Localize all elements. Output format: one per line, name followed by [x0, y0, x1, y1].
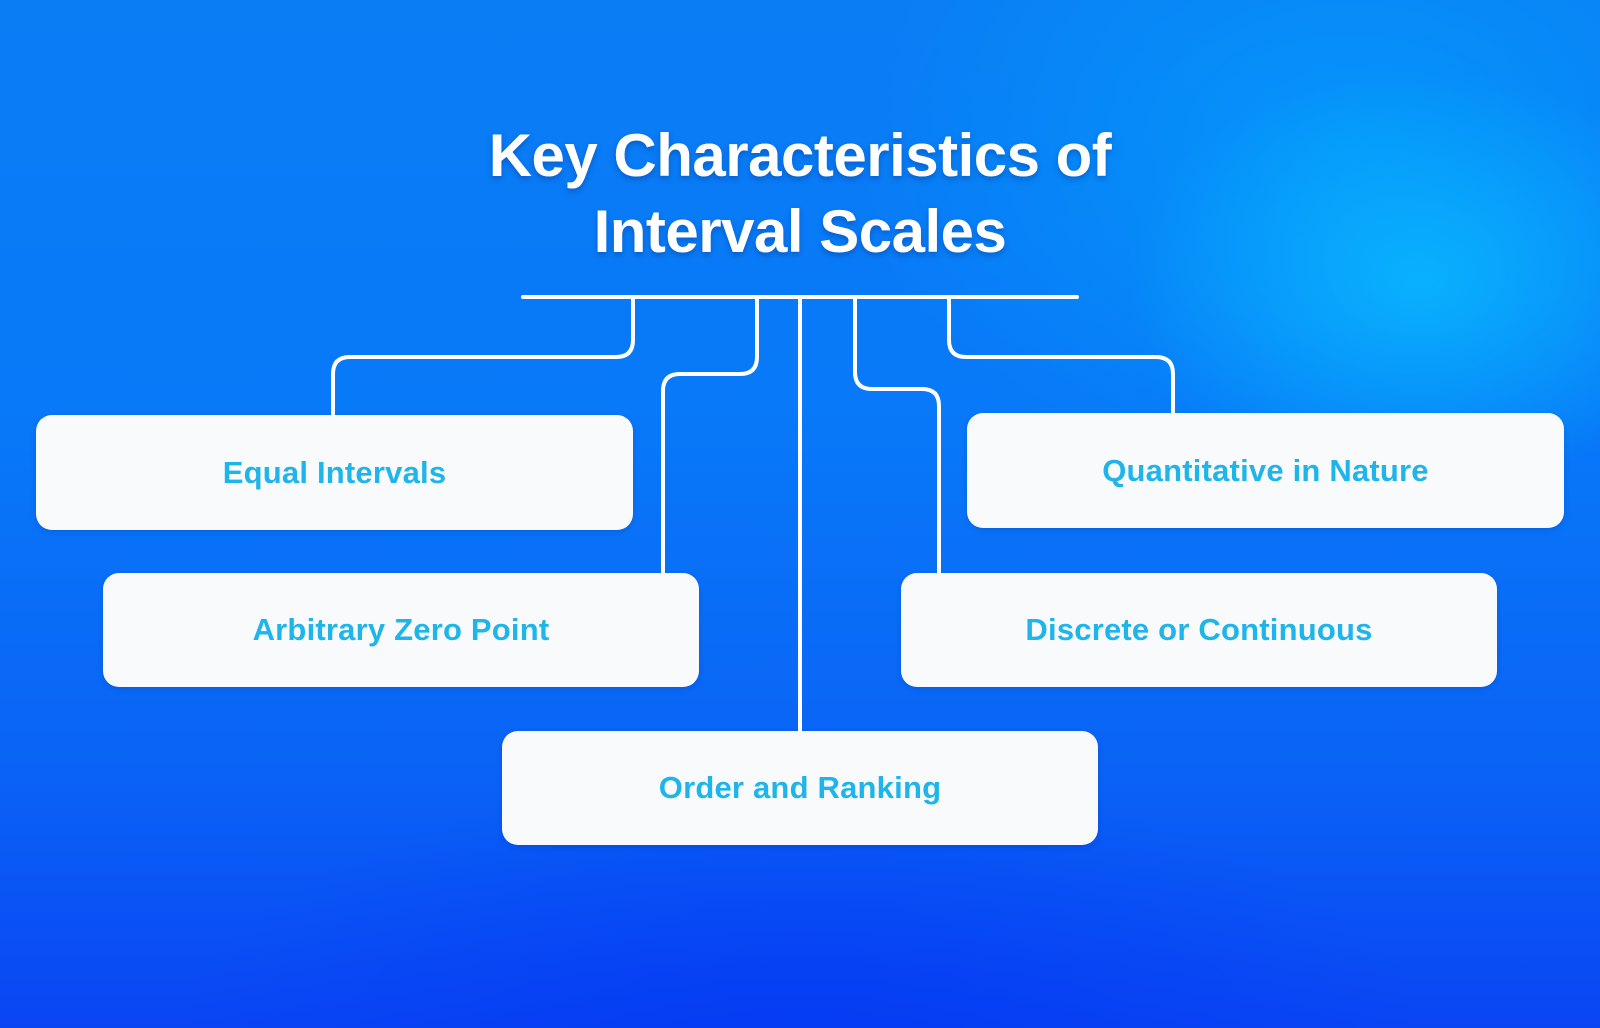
- card-quantitative-in-nature: Quantitative in Nature: [967, 413, 1564, 528]
- title-line-2: Interval Scales: [593, 198, 1007, 265]
- connector-equal-intervals: [331, 295, 635, 416]
- connector-discrete-continuous: [853, 295, 941, 575]
- connector-arbitrary-zero: [661, 295, 759, 575]
- card-equal-intervals: Equal Intervals: [36, 415, 633, 530]
- card-label: Equal Intervals: [222, 454, 447, 490]
- diagram-title: Key Characteristics of Interval Scales: [0, 118, 1600, 270]
- card-discrete-or-continuous: Discrete or Continuous: [901, 573, 1497, 687]
- card-order-and-ranking: Order and Ranking: [502, 731, 1098, 845]
- card-label: Quantitative in Nature: [1102, 452, 1429, 488]
- connector-quantitative: [947, 295, 1175, 415]
- card-label: Order and Ranking: [658, 770, 942, 805]
- card-label: Arbitrary Zero Point: [252, 612, 550, 647]
- card-arbitrary-zero-point: Arbitrary Zero Point: [103, 573, 699, 687]
- title-line-1: Key Characteristics of: [488, 122, 1112, 189]
- card-label: Discrete or Continuous: [1025, 612, 1373, 647]
